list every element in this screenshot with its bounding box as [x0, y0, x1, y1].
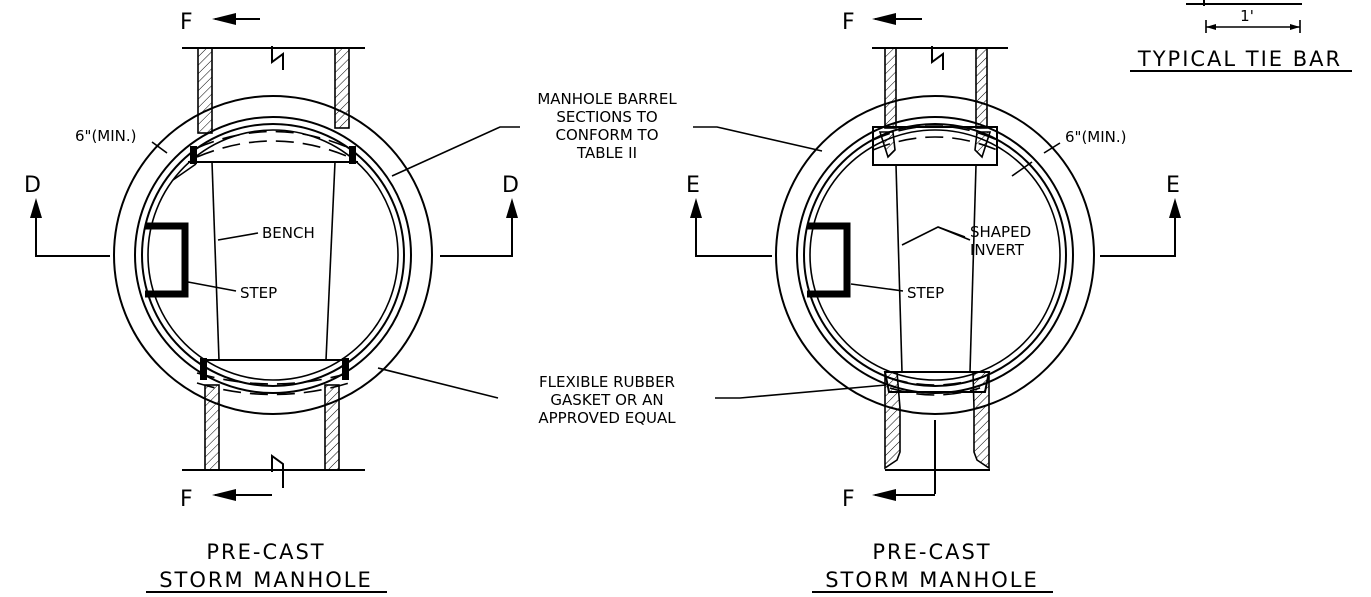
left-title: PRE-CAST STORM MANHOLE — [146, 540, 387, 593]
tie-bar-dimension: 1' — [1240, 7, 1254, 25]
left-section-arrow-f-top — [212, 13, 260, 25]
left-step-icon — [145, 222, 189, 298]
left-section-arrow-d-right — [440, 198, 518, 257]
left-step-label: STEP — [240, 284, 277, 302]
right-outer-wall — [775, 95, 1095, 415]
barrel-note: MANHOLE BARREL SECTIONS TO CONFORM TO TA… — [537, 90, 677, 162]
right-title: PRE-CAST STORM MANHOLE — [812, 540, 1053, 593]
left-outer-wall — [113, 95, 433, 415]
svg-text:STORM MANHOLE: STORM MANHOLE — [159, 568, 373, 592]
svg-text:SHAPED: SHAPED — [970, 223, 1031, 241]
svg-text:STORM MANHOLE: STORM MANHOLE — [825, 568, 1039, 592]
svg-text:FLEXIBLE RUBBER: FLEXIBLE RUBBER — [539, 373, 675, 391]
right-mark-f-bottom: F — [842, 487, 855, 512]
left-inlet-pipe — [182, 46, 365, 134]
svg-text:INVERT: INVERT — [970, 241, 1025, 259]
left-section-arrow-d-left — [30, 198, 110, 257]
right-step-icon — [807, 222, 851, 298]
left-min-wall-label: 6"(MIN.) — [75, 127, 137, 145]
right-barrel-outer — [796, 116, 1074, 394]
svg-text:GASKET OR AN: GASKET OR AN — [550, 391, 663, 409]
right-top-collar — [872, 126, 998, 166]
left-barrel-outer — [134, 116, 412, 394]
right-inlet-pipe — [872, 46, 1008, 129]
left-gasket-top-left — [190, 146, 197, 164]
right-step-label: STEP — [907, 284, 944, 302]
right-section-arrow-e-left — [690, 198, 772, 257]
svg-text:CONFORM TO: CONFORM TO — [555, 126, 658, 144]
left-mark-d-right: D — [502, 173, 519, 198]
shaped-invert-label: SHAPED INVERT — [970, 223, 1031, 259]
svg-text:APPROVED EQUAL: APPROVED EQUAL — [538, 409, 676, 427]
left-mark-d-left: D — [24, 173, 41, 198]
left-mark-f-bottom: F — [180, 487, 193, 512]
right-mark-f-top: F — [842, 10, 855, 35]
left-gasket-bottom-left — [200, 358, 207, 380]
tie-bar-title: TYPICAL TIE BAR — [1137, 47, 1342, 71]
svg-text:TABLE II: TABLE II — [576, 144, 637, 162]
left-gasket-bottom-right — [342, 358, 349, 380]
right-section-arrow-f-bottom — [872, 489, 935, 501]
left-mark-f-top: F — [180, 10, 193, 35]
left-outlet-pipe — [182, 384, 365, 488]
svg-text:PRE-CAST: PRE-CAST — [206, 540, 325, 564]
left-barrel-inner — [141, 123, 405, 387]
svg-text:PRE-CAST: PRE-CAST — [872, 540, 991, 564]
gasket-note: FLEXIBLE RUBBER GASKET OR AN APPROVED EQ… — [538, 373, 676, 427]
right-manhole-plan — [690, 13, 1181, 501]
right-mark-e-left: E — [686, 173, 700, 198]
left-section-arrow-f-bottom — [212, 489, 272, 501]
svg-text:SECTIONS TO: SECTIONS TO — [556, 108, 657, 126]
right-section-arrow-e-right — [1100, 198, 1181, 257]
right-barrel-inner — [803, 123, 1067, 387]
left-gasket-top-right — [349, 146, 356, 164]
right-min-wall-label: 6"(MIN.) — [1065, 128, 1127, 146]
right-invert-line — [895, 164, 903, 373]
svg-text:MANHOLE BARREL: MANHOLE BARREL — [537, 90, 677, 108]
right-mark-e-right: E — [1166, 173, 1180, 198]
left-manhole-plan — [30, 13, 518, 501]
tie-bar-detail — [1186, 0, 1302, 33]
bench-label: BENCH — [262, 224, 315, 242]
left-bench-line — [211, 161, 220, 361]
right-section-arrow-f-top — [872, 13, 922, 25]
